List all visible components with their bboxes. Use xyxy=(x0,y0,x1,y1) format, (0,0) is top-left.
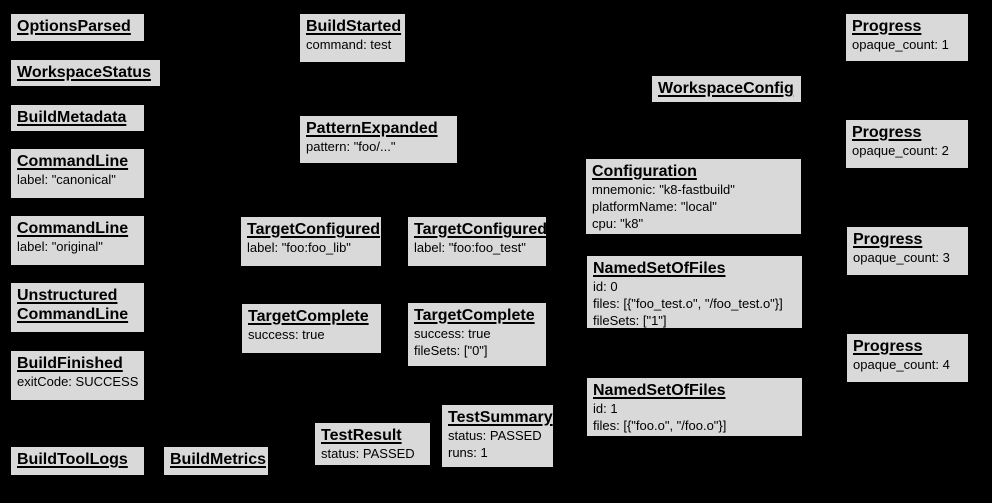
event-box-named-set-of-files-0: NamedSetOfFiles id: 0 files: [{"foo_test.… xyxy=(586,255,803,329)
event-title: TargetComplete xyxy=(248,308,369,325)
event-property: runs: 1 xyxy=(448,445,488,460)
event-property: opaque_count: 1 xyxy=(852,37,949,52)
event-property: label: "original" xyxy=(17,239,103,254)
event-box-progress-3: Progress opaque_count: 3 xyxy=(846,226,969,276)
event-property: opaque_count: 4 xyxy=(853,357,950,372)
event-title: Progress xyxy=(853,231,923,248)
event-box-progress-2: Progress opaque_count: 2 xyxy=(845,119,969,169)
event-title: Unstructured CommandLine xyxy=(17,287,129,323)
event-title: TargetConfigured xyxy=(414,221,548,238)
event-title: PatternExpanded xyxy=(306,120,438,137)
event-property: files: [{"foo_test.o", "/foo_test.o"}] xyxy=(593,296,783,311)
event-property: opaque_count: 2 xyxy=(852,143,949,158)
event-property: command: test xyxy=(306,37,392,52)
event-box-command-line-original: CommandLine label: "original" xyxy=(10,215,145,266)
event-title: TargetComplete xyxy=(414,307,535,324)
event-title: BuildToolLogs xyxy=(17,451,128,468)
event-property: id: 0 xyxy=(593,279,618,294)
event-box-build-started: BuildStarted command: test xyxy=(299,13,406,63)
event-title: BuildStarted xyxy=(306,18,402,35)
event-title: NamedSetOfFiles xyxy=(593,260,726,277)
event-title: TestSummary xyxy=(448,409,553,426)
event-title: BuildMetadata xyxy=(17,109,127,126)
event-box-build-tool-logs: BuildToolLogs xyxy=(10,446,145,476)
event-title: NamedSetOfFiles xyxy=(593,382,726,399)
event-box-target-configured-foo-lib: TargetConfigured label: "foo:foo_lib" xyxy=(240,216,382,267)
event-box-build-finished: BuildFinished exitCode: SUCCESS xyxy=(10,350,145,401)
event-title: WorkspaceStatus xyxy=(17,64,151,81)
event-property: fileSets: ["1"] xyxy=(593,313,667,328)
event-property: opaque_count: 3 xyxy=(853,250,950,265)
event-property: status: PASSED xyxy=(448,428,542,443)
event-title: CommandLine xyxy=(17,153,129,170)
event-property: cpu: "k8" xyxy=(592,216,644,231)
event-property: fileSets: ["0"] xyxy=(414,343,488,358)
event-property: status: PASSED xyxy=(321,446,415,461)
event-box-target-complete-foo-lib: TargetComplete success: true xyxy=(241,303,382,354)
event-box-command-line-canonical: CommandLine label: "canonical" xyxy=(10,148,145,199)
event-title: CommandLine xyxy=(17,220,129,237)
event-title: BuildFinished xyxy=(17,355,123,372)
event-title: TargetConfigured xyxy=(247,221,381,238)
event-box-progress-1: Progress opaque_count: 1 xyxy=(845,13,969,62)
event-title: OptionsParsed xyxy=(17,18,131,35)
event-title: Progress xyxy=(853,338,923,355)
event-property: label: "foo:foo_test" xyxy=(414,240,526,255)
event-property: platformName: "local" xyxy=(592,199,717,214)
event-title: TestResult xyxy=(321,427,402,444)
event-box-target-complete-foo-test: TargetComplete success: true fileSets: ["… xyxy=(407,302,547,367)
event-property: label: "canonical" xyxy=(17,172,116,187)
event-property: files: [{"foo.o", "/foo.o"}] xyxy=(593,418,727,433)
event-property: success: true xyxy=(248,327,325,342)
event-box-build-metadata: BuildMetadata xyxy=(10,104,145,132)
event-box-workspace-config: WorkspaceConfig xyxy=(651,75,802,103)
event-title: Progress xyxy=(852,124,922,141)
event-property: id: 1 xyxy=(593,401,618,416)
event-box-named-set-of-files-1: NamedSetOfFiles id: 1 files: [{"foo.o", "… xyxy=(586,377,803,437)
event-property: mnemonic: "k8-fastbuild" xyxy=(592,182,735,197)
event-title: BuildMetrics xyxy=(170,451,267,468)
event-box-unstructured-command-line: Unstructured CommandLine xyxy=(10,282,145,333)
event-box-configuration: Configuration mnemonic: "k8-fastbuild" pl… xyxy=(585,158,802,235)
event-property: success: true xyxy=(414,326,491,341)
event-property: exitCode: SUCCESS xyxy=(17,374,139,389)
event-title: Configuration xyxy=(592,163,697,180)
event-box-options-parsed: OptionsParsed xyxy=(10,13,145,42)
event-box-progress-4: Progress opaque_count: 4 xyxy=(846,333,969,383)
event-box-build-metrics: BuildMetrics xyxy=(163,446,269,476)
event-box-target-configured-foo-test: TargetConfigured label: "foo:foo_test" xyxy=(407,216,547,267)
event-box-test-summary: TestSummary status: PASSED runs: 1 xyxy=(441,404,554,468)
event-box-pattern-expanded: PatternExpanded pattern: "foo/..." xyxy=(299,115,458,164)
event-box-test-result: TestResult status: PASSED xyxy=(314,422,431,466)
event-property: label: "foo:foo_lib" xyxy=(247,240,351,255)
event-box-workspace-status: WorkspaceStatus xyxy=(10,59,161,87)
event-title: Progress xyxy=(852,18,922,35)
event-property: pattern: "foo/..." xyxy=(306,139,396,154)
event-title: WorkspaceConfig xyxy=(658,80,794,97)
